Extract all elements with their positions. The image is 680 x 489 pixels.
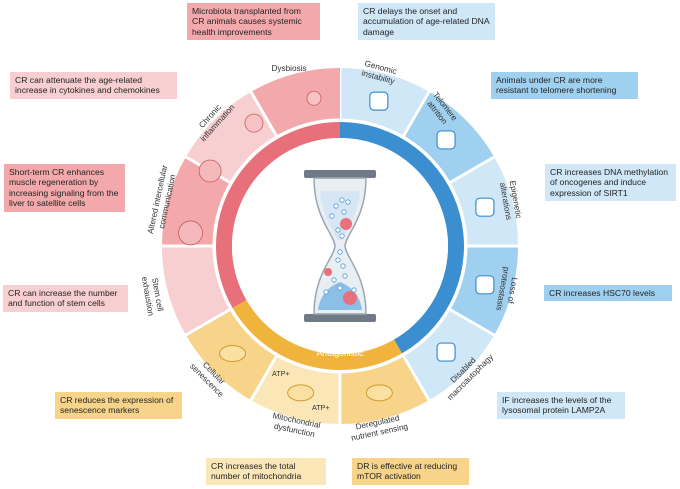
sand-dot: [351, 287, 357, 293]
caption-senescence: CR reduces the expression of senescence …: [55, 392, 182, 419]
caption-microbiota: Microbiota transplanted from CR animals …: [187, 3, 320, 41]
category-antagonistic: Antagonistic: [317, 348, 365, 358]
caption-methylation: CR increases DNA methylation of oncogene…: [545, 164, 676, 202]
ring-primary: [340, 122, 464, 354]
inflammation-cell-icon: [244, 113, 264, 133]
sand-dot: [329, 213, 335, 219]
label-dysbiosis: Dysbiosis: [271, 64, 306, 73]
segment-divider: [400, 89, 432, 140]
microbe-icon: [306, 90, 322, 106]
sand-dot: [342, 273, 348, 279]
sand-dot: [335, 227, 341, 233]
senescent-cell-icon: [219, 344, 247, 362]
segment-divider: [400, 352, 432, 403]
sand-dot: [337, 249, 343, 255]
caption-mtor: DR is effective at reducing mTOR activat…: [352, 458, 469, 485]
segment-divider: [183, 306, 234, 338]
sand-dot: [333, 203, 339, 209]
chromosome-icon: [436, 130, 456, 150]
segment-dysbiosis: [251, 68, 340, 137]
sand-dot: [339, 233, 345, 239]
atp-label-1: ATP+: [272, 369, 290, 378]
sand-dot: [345, 199, 351, 205]
caption-dna-damage: CR delays the onset and accumulation of …: [358, 3, 495, 41]
caption-lamp2a: IF increases the levels of the lysosomal…: [497, 392, 625, 419]
mitochondrion-icon: [287, 384, 315, 402]
caption-mitochondria: CR increases the total number of mitocho…: [206, 458, 326, 485]
protein-icon: [475, 275, 495, 295]
ring-antagonistic: [232, 300, 402, 370]
atp-label-2: ATP+: [312, 403, 330, 412]
segment-divider: [248, 89, 280, 140]
sand-dot: [337, 285, 343, 291]
sand-dot: [339, 197, 345, 203]
ring-separator: [212, 118, 468, 374]
nutrient-icon: [365, 384, 393, 402]
segment-stem-cell-exhaustion: [162, 246, 231, 335]
lysosome-icon: [436, 342, 456, 362]
segment-divider: [446, 154, 497, 186]
nucleosome-icon: [475, 197, 495, 217]
caption-stem-cells: CR can increase the number and function …: [3, 285, 128, 312]
caption-muscle: Short-term CR enhances muscle regenerati…: [4, 164, 125, 212]
sand-dot: [335, 257, 341, 263]
stem-cell-icon: [178, 220, 203, 246]
label-stem-cell-exhaustion: Stem cellexhaustion: [140, 274, 166, 317]
caption-telomere: Animals under CR are more resistant to t…: [491, 72, 638, 99]
caption-hsc70: CR increases HSC70 levels: [544, 285, 672, 302]
sand-dot: [341, 209, 347, 215]
cell-communication-icon: [198, 159, 222, 183]
sand-dot: [340, 263, 346, 269]
sand-dot: [331, 277, 337, 283]
ring-integrative: [216, 122, 340, 308]
segment-divider: [446, 306, 497, 338]
hourglass-icon: [304, 170, 376, 322]
caption-cytokines: CR can attenuate the age-related increas…: [10, 72, 177, 99]
sand-dot: [323, 289, 329, 295]
segment-divider: [248, 352, 280, 403]
dna-helix-icon: [369, 91, 389, 111]
